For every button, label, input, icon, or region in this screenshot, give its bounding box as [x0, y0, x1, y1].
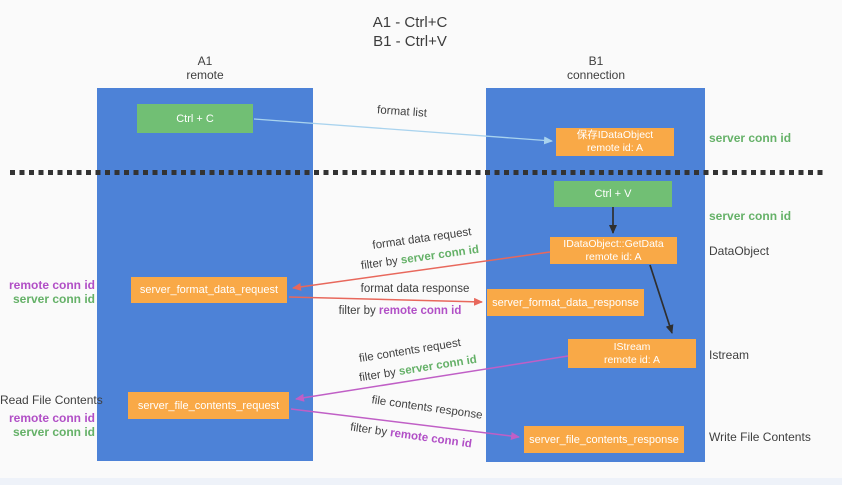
- node-server-file-contents-response-label: server_file_contents_response: [529, 433, 679, 446]
- lane-a1-role: remote: [186, 68, 224, 82]
- edge-label-file-contents-response: file contents response: [370, 394, 484, 422]
- edge-label-file-contents-response-filter: filter by remote conn id: [349, 422, 472, 451]
- node-server-format-data-response-label: server_format_data_response: [492, 296, 639, 309]
- annotation-istream: Istream: [709, 348, 750, 362]
- edge-label-format-data-response-filter: filter by remote conn id: [339, 305, 462, 317]
- node-ctrl-c: Ctrl + C: [137, 104, 253, 133]
- edge-label-format-list: format list: [376, 104, 428, 120]
- filter-key-remote-conn-id: remote conn id: [389, 427, 473, 451]
- edge-label-format-data-response: format data response: [360, 283, 470, 295]
- annotation-left-conn-ids: remote conn id server conn id: [0, 278, 95, 306]
- lane-header-a1: A1 remote: [186, 54, 223, 82]
- filter-key-server-conn-id: server conn id: [398, 353, 478, 378]
- node-server-format-data-request-label: server_format_data_request: [139, 284, 279, 296]
- annotation-left-bottom-conn-ids: remote conn id server conn id: [0, 411, 95, 439]
- filter-key-server-conn-id: server conn id: [400, 243, 480, 267]
- session-divider-dotted-line: [10, 170, 823, 175]
- node-istream: IStream remote id: A: [568, 339, 696, 368]
- node-ctrl-v: Ctrl + V: [554, 181, 672, 207]
- lane-a1-name: A1: [197, 54, 213, 68]
- node-istream-line1: IStream: [613, 340, 651, 353]
- annotation-remote-conn-id: remote conn id: [8, 411, 95, 425]
- node-server-file-contents-response: server_file_contents_response: [524, 426, 684, 453]
- node-server-format-data-response: server_format_data_response: [487, 289, 644, 316]
- node-idataobject-getdata: IDataObject::GetData remote id: A: [550, 237, 677, 264]
- filter-by-text: filter by: [360, 254, 402, 273]
- node-ctrl-c-label: Ctrl + C: [176, 112, 214, 125]
- node-istream-line2: remote id: A: [603, 353, 661, 366]
- filter-by-text: filter by: [338, 305, 379, 317]
- annotation-server-conn-id-top: server conn id: [709, 131, 792, 145]
- lane-header-b1: B1 connection: [567, 54, 625, 82]
- node-getdata-line1: IDataObject::GetData: [563, 237, 664, 250]
- node-ctrl-v-label: Ctrl + V: [594, 188, 632, 200]
- annotation-remote-conn-id: remote conn id: [8, 278, 95, 292]
- node-server-file-contents-request: server_file_contents_request: [128, 392, 289, 419]
- lane-b1-role: connection: [566, 68, 626, 82]
- node-saved-dataobject-line2: remote id: A: [586, 142, 644, 154]
- annotation-server-conn-id: server conn id: [12, 424, 95, 439]
- annotation-read-file-contents: Read File Contents: [0, 393, 103, 407]
- node-getdata-line2: remote id: A: [585, 250, 642, 263]
- filter-key-remote-conn-id: remote conn id: [378, 305, 462, 317]
- diagram-title: A1 - Ctrl+C B1 - Ctrl+V: [373, 13, 448, 51]
- node-server-format-data-request: server_format_data_request: [131, 277, 287, 303]
- title-line-2: B1 - Ctrl+V: [373, 33, 447, 50]
- annotation-write-file-contents: Write File Contents: [709, 430, 811, 444]
- bottom-strip: [0, 478, 842, 485]
- node-saved-dataobject: 保存IDataObject remote id: A: [556, 128, 674, 156]
- node-saved-dataobject-line1: 保存IDataObject: [576, 129, 654, 141]
- lane-b1-name: B1: [588, 54, 604, 68]
- title-line-1: A1 - Ctrl+C: [372, 14, 448, 31]
- filter-by-text: filter by: [349, 421, 391, 440]
- node-server-file-contents-request-label: server_file_contents_request: [137, 399, 280, 412]
- filter-by-text: filter by: [358, 366, 400, 385]
- annotation-dataobject: DataObject: [709, 244, 770, 258]
- annotation-server-conn-id: server conn id: [12, 291, 95, 306]
- format-data-response-arrow: [288, 296, 483, 306]
- annotation-server-conn-id-mid: server conn id: [709, 209, 792, 223]
